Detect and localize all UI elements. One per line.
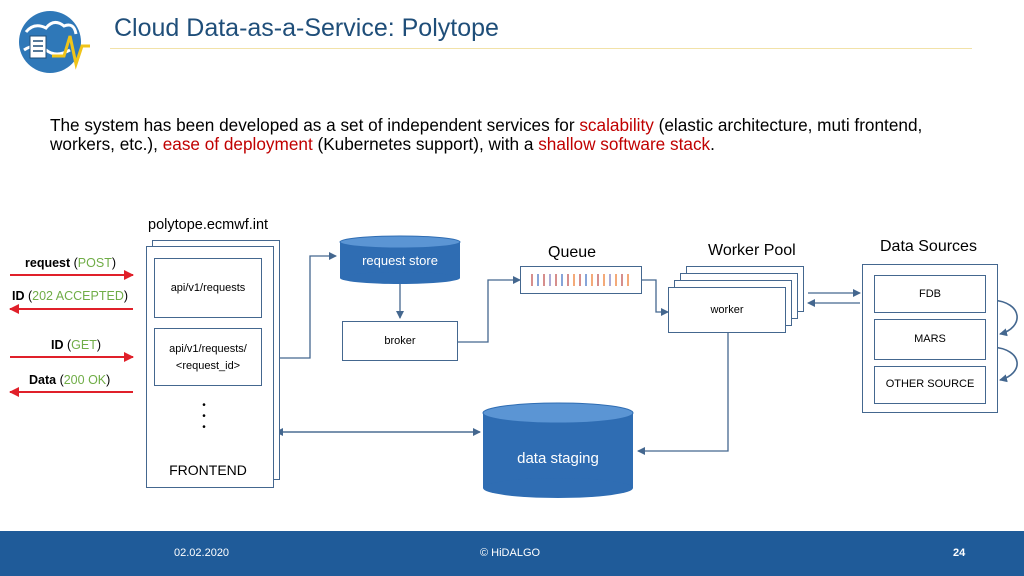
client-data-label: Data (200 OK) (29, 373, 111, 387)
endpoint-requests (154, 258, 262, 318)
worker-box (668, 287, 786, 333)
source-fdb (874, 275, 986, 313)
source-other-label: OTHER SOURCE (885, 378, 975, 390)
frontend-host-label: polytope.ecmwf.int (148, 217, 269, 233)
source-mars-label: MARS (914, 333, 946, 345)
highlight-deployment: ease of deployment (162, 134, 313, 154)
frontend-label: FRONTEND (169, 462, 247, 478)
footer-copyright: © HiDALGO (480, 547, 541, 559)
request-store-label: request store (362, 253, 438, 268)
endpoint-ellipsis: • • • (202, 400, 206, 433)
endpoint-request-id (154, 328, 262, 386)
endpoint-request-id-line1: api/v1/requests/ (169, 343, 247, 355)
hidalgo-logo (19, 11, 90, 73)
data-sources-header: Data Sources (880, 238, 977, 255)
client-id-accepted-label: ID (202 ACCEPTED) (12, 289, 129, 303)
footer-date: 02.02.2020 (174, 547, 230, 559)
client-request-label: request (POST) (25, 256, 117, 270)
title-divider (110, 48, 972, 49)
worker-label: worker (710, 304, 744, 316)
data-staging-label: data staging (517, 450, 599, 467)
broker-label: broker (384, 335, 416, 347)
highlight-stack: shallow software stack (538, 134, 711, 154)
page-title: Cloud Data-as-a-Service: Polytope (114, 14, 499, 42)
worker-pool-header: Worker Pool (708, 242, 796, 259)
intro-text: The system has been developed as a set o… (50, 115, 923, 154)
queue-header: Queue (548, 244, 597, 261)
client-id-get-label: ID (GET) (51, 338, 102, 352)
source-fdb-label: FDB (919, 288, 941, 300)
queue-items (531, 274, 629, 286)
footer-bar (0, 531, 1024, 576)
broker-box (342, 321, 458, 361)
footer-page-number: 24 (953, 547, 966, 559)
source-mars (874, 319, 986, 360)
source-other (874, 366, 986, 404)
endpoint-requests-label: api/v1/requests (170, 282, 246, 294)
highlight-scalability: scalability (579, 115, 654, 135)
endpoint-request-id-line2: <request_id> (175, 360, 241, 372)
